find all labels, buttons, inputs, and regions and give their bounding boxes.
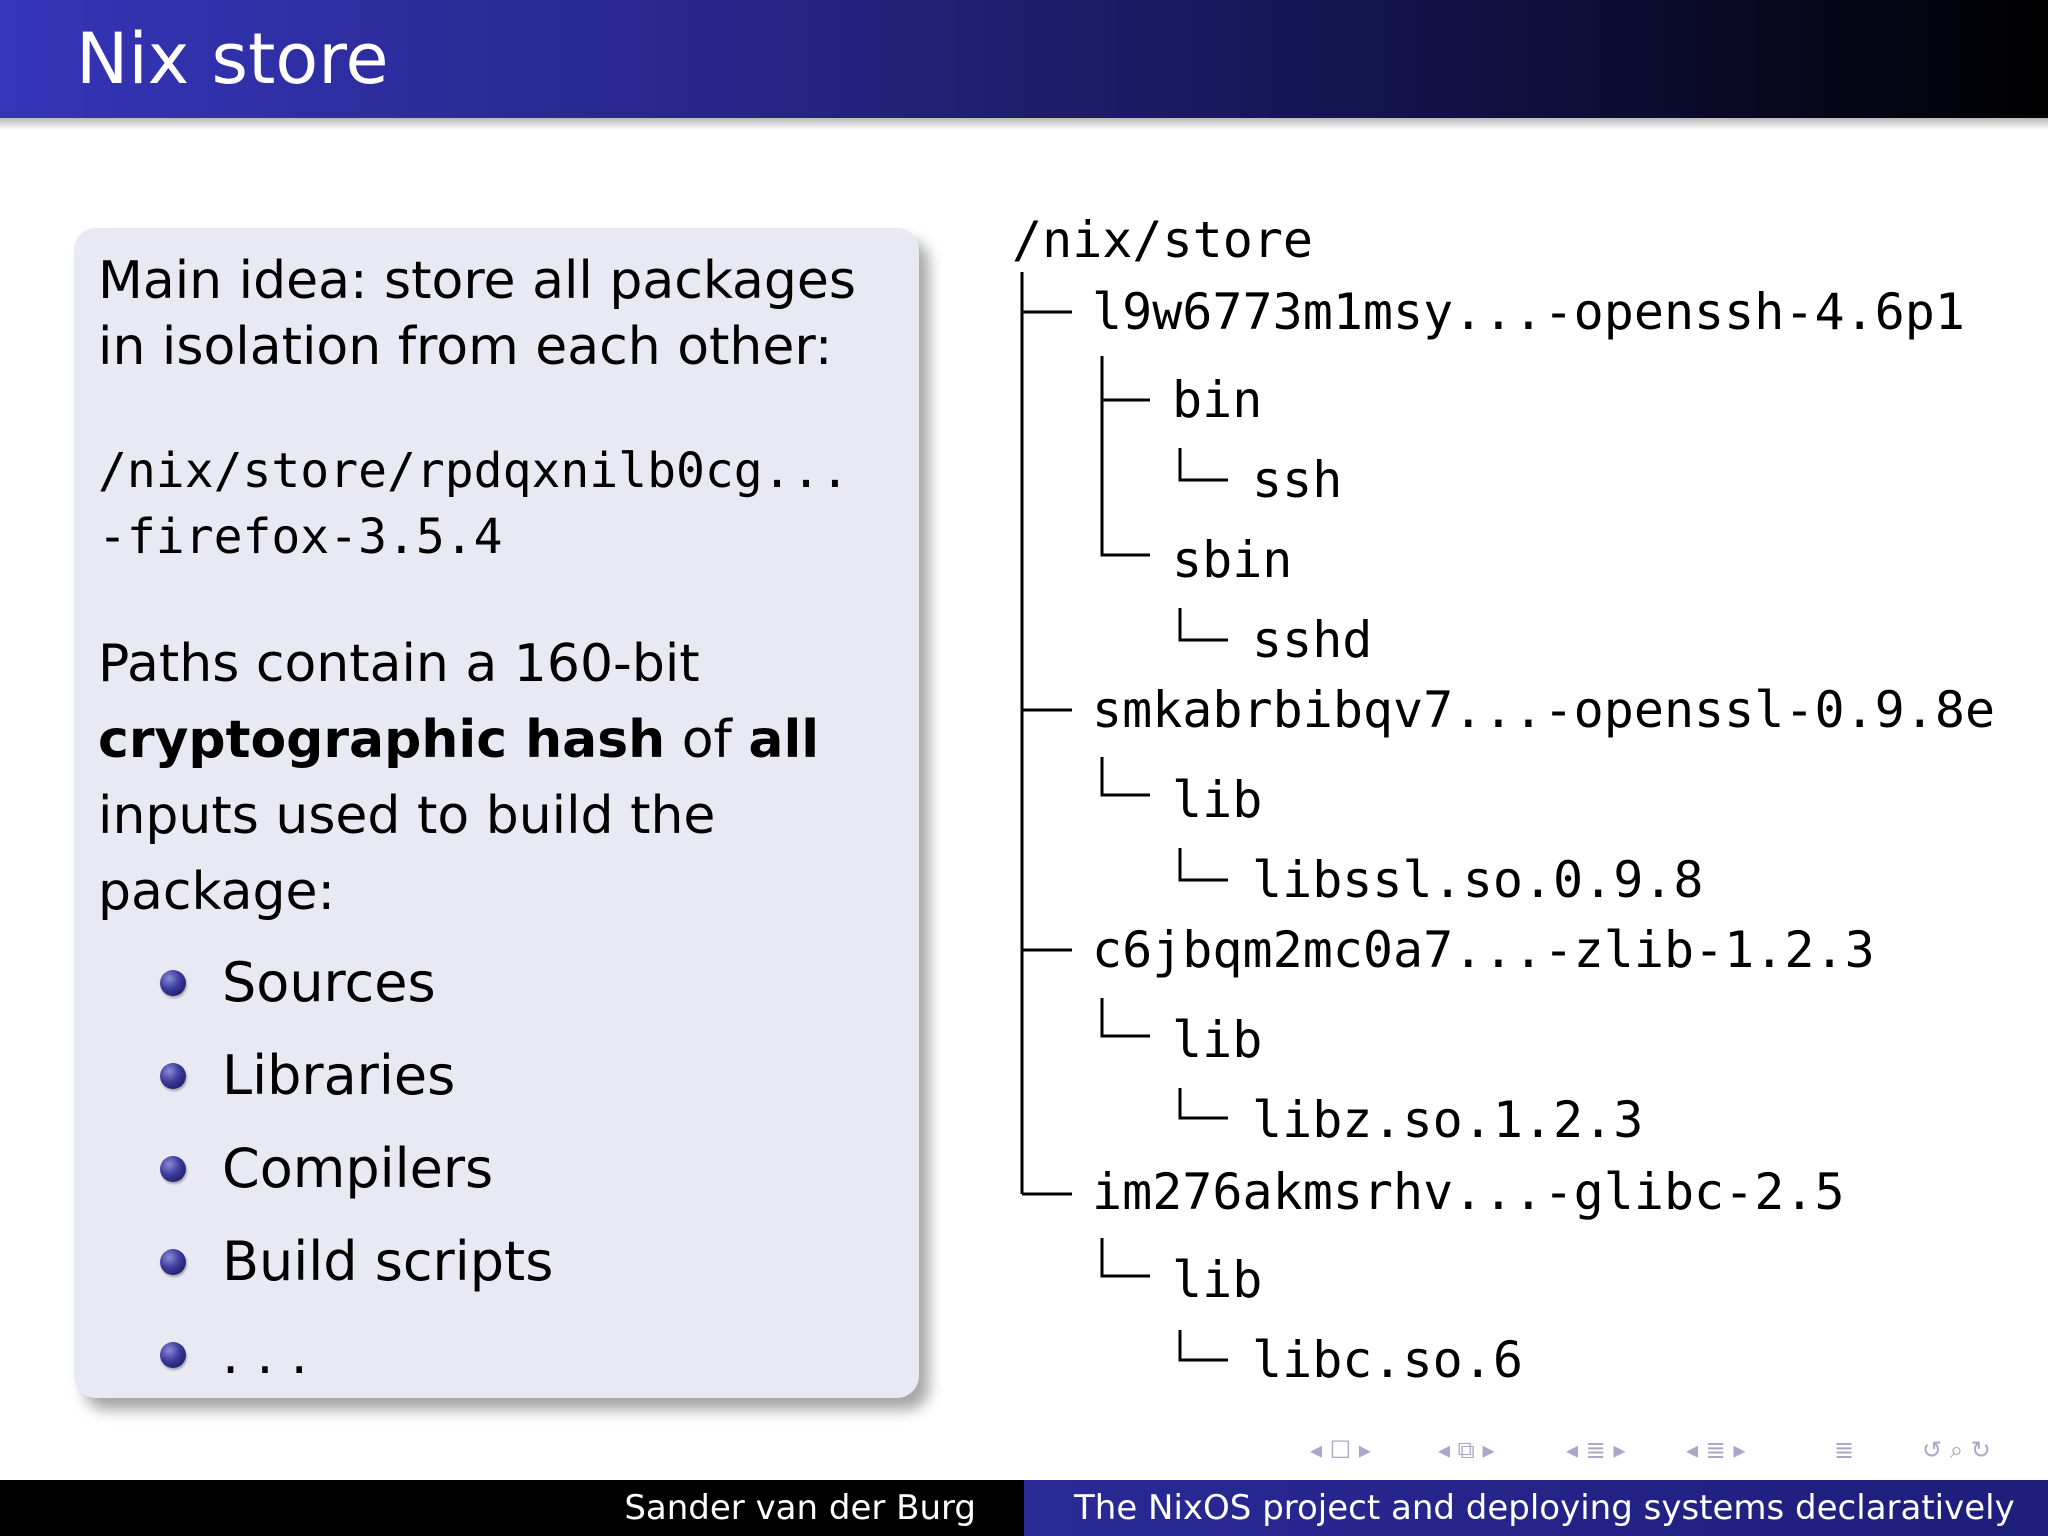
footer-author: Sander van der Burg [624,1488,976,1528]
bullet-icon [160,1342,186,1368]
tree-file-libc: libc.so.6 [1252,1331,1523,1389]
title-bar: Nix store [0,0,2048,118]
footer-talk-title: The NixOS project and deploying systems … [1074,1488,2015,1528]
hash-emphasis-all: all [748,710,820,770]
search-icon[interactable]: ↺ ⌕ ↻ [1922,1436,1991,1464]
hash-line-1: Paths contain a 160-bit [98,634,700,694]
frame-nav-icon[interactable]: ◂ ☐ ▸ [1310,1436,1371,1464]
tree-package-glibc: im276akmsrhv...-glibc-2.5 [1092,1163,1845,1221]
tree-file-libz: libz.so.1.2.3 [1252,1091,1644,1149]
list-item-label: Build scripts [222,1230,554,1293]
bullet-icon [160,1249,186,1275]
hash-line-3: inputs used to build the [98,786,716,846]
tree-package-openssh: l9w6773m1msy...-openssh-4.6p1 [1092,283,1965,341]
tree-dir-lib: lib [1172,1251,1263,1309]
list-item-label: . . . [222,1323,308,1386]
store-path-line-1: /nix/store/rpdqxnilb0cg... [98,443,850,499]
tree-package-openssl: smkabrbibqv7...-openssl-0.9.8e [1092,681,1996,739]
intro-line-2: in isolation from each other: [98,317,833,377]
main-idea-block: Main idea: store all packages in isolati… [74,228,919,1398]
tree-dir-lib: lib [1172,1011,1263,1069]
title-bar-shadow [0,118,2048,130]
subsection-nav-icon[interactable]: ◂ ⧉ ▸ [1438,1436,1495,1464]
tree-file-ssh: ssh [1252,451,1343,509]
footer-title-bar: The NixOS project and deploying systems … [1024,1480,2048,1536]
tree-dir-sbin: sbin [1172,531,1293,589]
tree-package-zlib: c6jbqm2mc0a7...-zlib-1.2.3 [1092,921,1875,979]
tree-root: /nix/store [1012,211,1314,269]
list-item-label: Compilers [222,1137,494,1200]
tree-dir-lib: lib [1172,771,1263,829]
section-nav-icon[interactable]: ◂ ≣ ▸ [1566,1436,1626,1464]
toc-icon[interactable]: ≣ [1834,1436,1855,1464]
example-store-path: /nix/store/rpdqxnilb0cg... -firefox-3.5.… [98,438,849,570]
tree-dir-bin: bin [1172,371,1263,429]
bullet-icon [160,1156,186,1182]
tree-file-sshd: sshd [1252,611,1373,669]
intro-text: Main idea: store all packages in isolati… [98,248,856,380]
bullet-icon [160,1063,186,1089]
hash-of-text: of [665,710,749,770]
bullet-icon [160,970,186,996]
hash-description: Paths contain a 160-bit cryptographic ha… [98,626,819,930]
hash-line-2: cryptographic hash of all [98,702,819,778]
list-item-label: Sources [222,951,436,1014]
hash-emphasis-cryptographic: cryptographic hash [98,710,666,770]
list-item-label: Libraries [222,1044,456,1107]
chapter-nav-icon[interactable]: ◂ ≣ ▸ [1686,1436,1746,1464]
slide-title: Nix store [76,18,389,100]
intro-line-1: Main idea: store all packages [98,251,856,311]
footer-author-bar: Sander van der Burg [0,1480,1024,1536]
store-path-line-2: -firefox-3.5.4 [98,509,503,565]
tree-file-libssl: libssl.so.0.9.8 [1252,851,1704,909]
hash-line-4: package: [98,862,336,922]
